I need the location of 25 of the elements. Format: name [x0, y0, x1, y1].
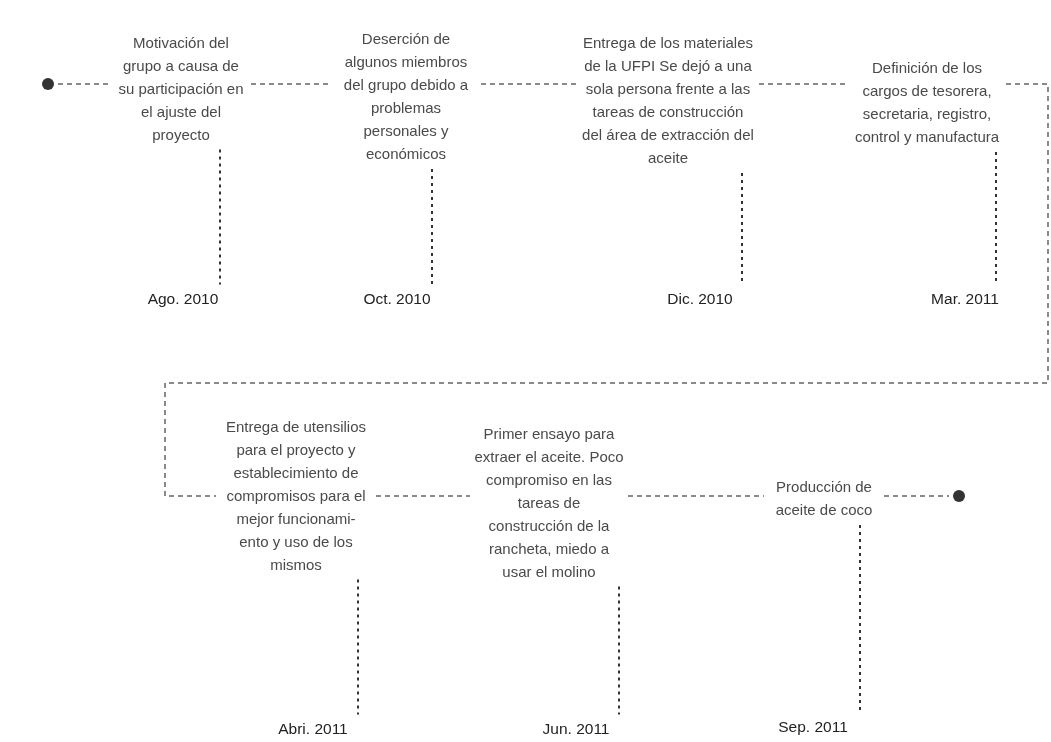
timeline-end-dot	[42, 78, 54, 90]
date-label: Ago. 2010	[138, 286, 228, 310]
date-label: Jun. 2011	[531, 716, 621, 740]
dashed-timeline-line	[883, 495, 950, 497]
dashed-timeline-line	[627, 495, 765, 497]
dotted-connector-line	[618, 585, 620, 716]
event-description: Producción de aceite de coco	[768, 475, 880, 521]
dashed-timeline-line	[480, 83, 578, 85]
event-description: Entrega de utensilios para el proyecto y establecimiento de compromisos para el mejor funcionami- ento y uso de los mismos	[220, 414, 372, 576]
timeline-end-dot	[953, 490, 965, 502]
dashed-timeline-line	[164, 83, 1049, 497]
date-label: Sep. 2011	[765, 714, 861, 738]
dotted-connector-line	[431, 168, 433, 286]
date-label: Oct. 2010	[352, 286, 442, 310]
dotted-connector-line	[219, 148, 221, 286]
event-description: Entrega de los materiales de la UFPI Se dejó a una sola persona frente a las tareas de construcción del área de extracción del aceite	[581, 31, 755, 169]
event-description: Motivación del grupo a causa de su participación en el ajuste del proyecto	[115, 30, 247, 146]
date-label: Abri. 2011	[263, 716, 363, 740]
date-label: Dic. 2010	[655, 286, 745, 310]
dashed-timeline-line	[375, 495, 471, 497]
event-description: Definición de los cargos de tesorera, secretaria, registro, control y manufactura	[852, 56, 1002, 148]
dotted-connector-line	[357, 578, 359, 716]
date-label: Mar. 2011	[920, 286, 1010, 310]
event-description: Primer ensayo para extraer el aceite. Poco compromiso en las tareas de construcción de la rancheta, miedo a usar el molino	[474, 421, 624, 583]
event-description: Deserción de algunos miembros del grupo debido a problemas personales y económicos	[335, 27, 477, 165]
